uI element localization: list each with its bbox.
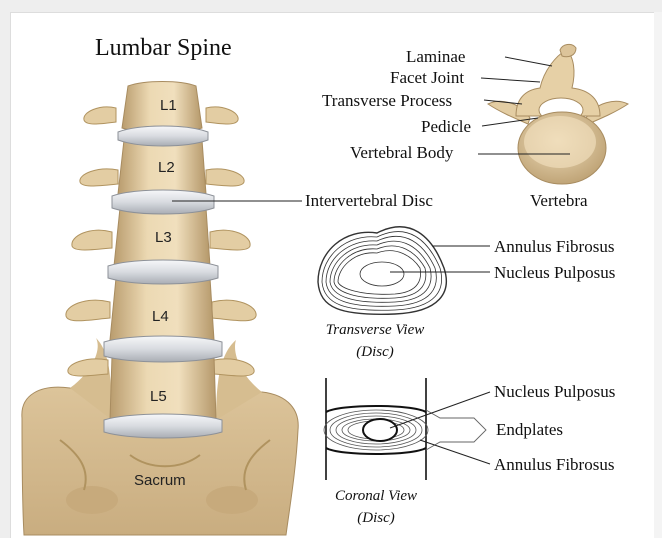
transverse-caption-line2: (Disc) xyxy=(310,342,440,364)
intervertebral-disc-label: Intervertebral Disc xyxy=(305,192,433,209)
vertebra-illustration xyxy=(488,44,628,184)
transverse-disc-view xyxy=(318,227,446,314)
transverse-caption: Transverse View (Disc) xyxy=(310,320,440,364)
transverse-caption-line1: Transverse View xyxy=(310,320,440,342)
pedicle-label: Pedicle xyxy=(421,118,471,135)
laminae-label: Laminae xyxy=(406,48,465,65)
coronal-disc-view xyxy=(324,378,486,480)
coronal-caption-line2: (Disc) xyxy=(316,508,436,530)
transverse-annulus-label: Annulus Fibrosus xyxy=(494,238,614,255)
vertebra-label-l2: L2 xyxy=(158,160,175,175)
transverse-process-label: Transverse Process xyxy=(322,92,452,109)
vertebra-label-l1: L1 xyxy=(160,98,177,113)
coronal-nucleus-label: Nucleus Pulposus xyxy=(494,383,615,400)
vertebra-label-l5: L5 xyxy=(150,389,167,404)
facet-joint-label: Facet Joint xyxy=(390,69,464,86)
coronal-caption: Coronal View (Disc) xyxy=(316,486,436,530)
page-title: Lumbar Spine xyxy=(95,36,232,60)
vertebra-label-l3: L3 xyxy=(155,230,172,245)
coronal-caption-line1: Coronal View xyxy=(316,486,436,508)
sacrum-label: Sacrum xyxy=(134,473,186,488)
coronal-endplates-label: Endplates xyxy=(496,421,563,438)
vertebra-caption: Vertebra xyxy=(530,192,588,209)
vertebra-label-l4: L4 xyxy=(152,309,169,324)
transverse-nucleus-label: Nucleus Pulposus xyxy=(494,264,615,281)
vertebral-body-label: Vertebral Body xyxy=(350,144,453,161)
coronal-annulus-label: Annulus Fibrosus xyxy=(494,456,614,473)
